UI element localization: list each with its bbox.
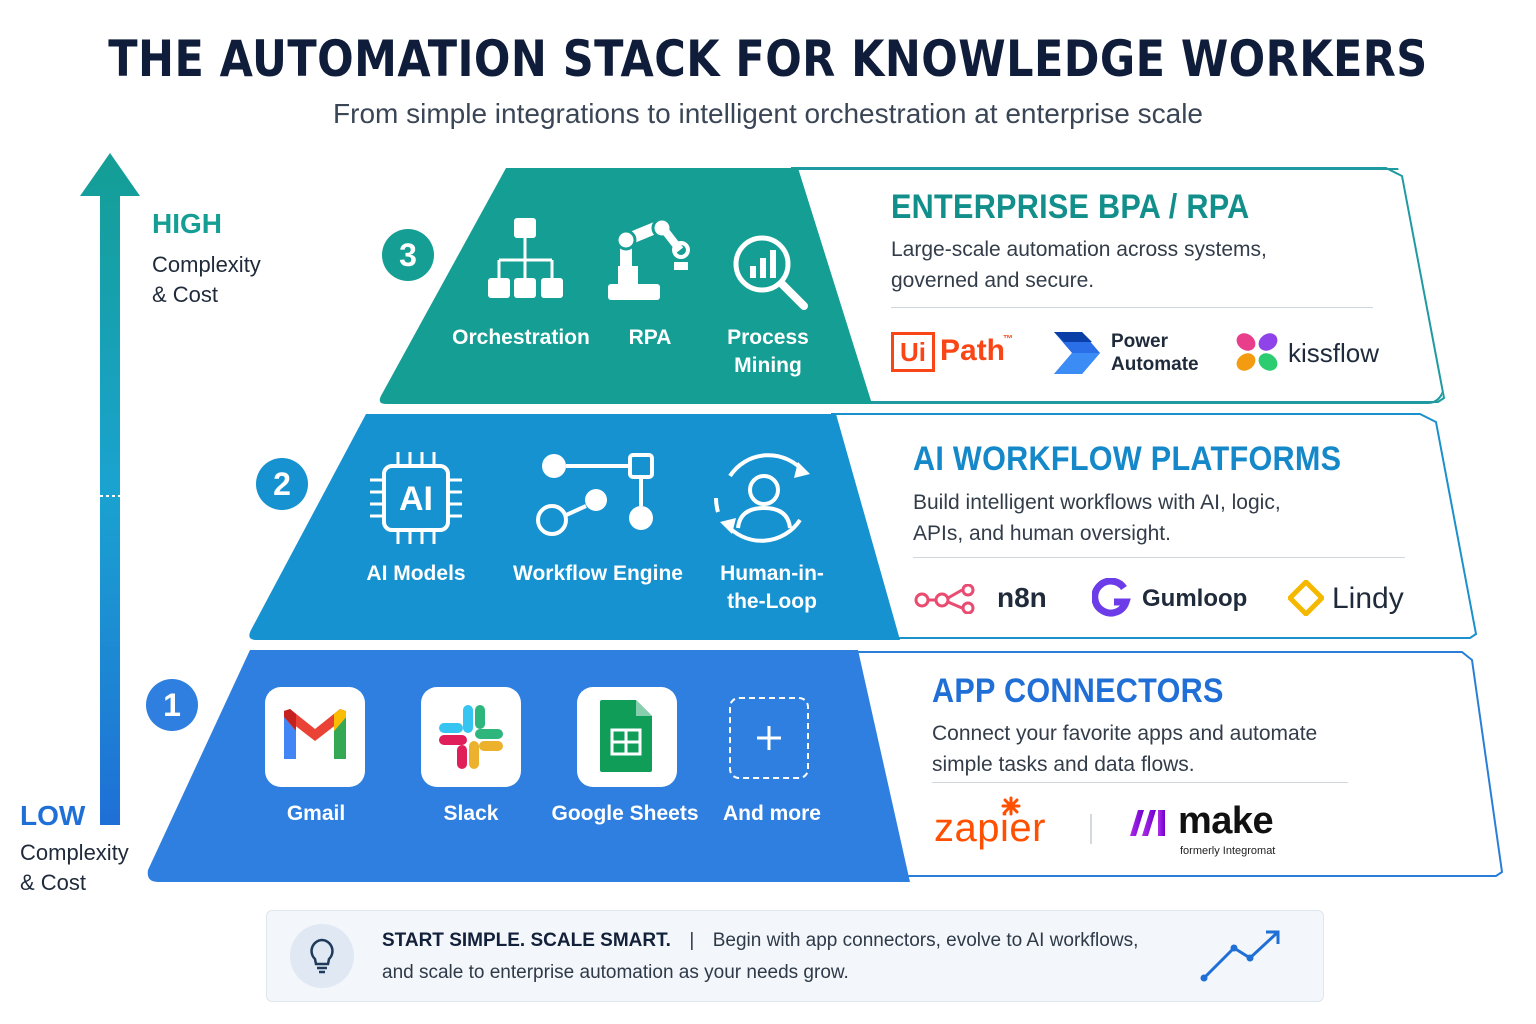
tier3-item-orchestration-label: Orchestration bbox=[452, 326, 590, 349]
logo-separator bbox=[1090, 814, 1092, 844]
complexity-arrow-icon bbox=[80, 153, 140, 825]
tier1-card-border bbox=[857, 651, 1504, 877]
kissflow-icon bbox=[1236, 333, 1278, 371]
tier1-divider bbox=[932, 782, 1348, 783]
banner-line1: START SIMPLE. SCALE SMART. | Begin with … bbox=[382, 930, 1138, 952]
banner-text-line2: and scale to enterprise automation as yo… bbox=[382, 962, 849, 983]
tier3-desc-line2: governed and secure. bbox=[891, 269, 1095, 292]
axis-high-sub-line1: Complexity bbox=[152, 252, 261, 277]
make-subtitle: formerly Integromat bbox=[1180, 845, 1276, 857]
axis-high-label: HIGH bbox=[152, 208, 222, 239]
bottom-banner bbox=[266, 910, 1324, 1002]
tier2-title: AI WORKFLOW PLATFORMS bbox=[913, 440, 1342, 478]
uipath-trademark: ™ bbox=[1003, 334, 1013, 345]
zapier-asterisk-icon bbox=[1001, 796, 1021, 816]
tier2-band bbox=[249, 414, 901, 640]
tier2-item-workflow-engine-label: Workflow Engine bbox=[513, 562, 683, 585]
lindy-text: Lindy bbox=[1332, 582, 1404, 615]
tier2-item-ai-models-label: AI Models bbox=[366, 562, 466, 585]
uipath-logo-box: Ui bbox=[891, 332, 935, 372]
make-icon bbox=[1130, 810, 1165, 836]
gmail-icon bbox=[284, 709, 346, 759]
tier2-card-border bbox=[831, 413, 1478, 639]
tier2-divider bbox=[913, 557, 1405, 558]
axis-high-sub-line2: & Cost bbox=[152, 282, 219, 307]
power-automate-line1: Power bbox=[1111, 331, 1169, 352]
tier3-item-process-mining-line1: Process bbox=[727, 326, 809, 349]
tier3-title: ENTERPRISE BPA / RPA bbox=[891, 188, 1250, 226]
banner-text-line1: Begin with app connectors, evolve to AI … bbox=[712, 930, 1139, 951]
axis-low-sub: Complexity & Cost bbox=[20, 838, 129, 898]
tier3-divider bbox=[891, 307, 1373, 308]
n8n-text: n8n bbox=[997, 582, 1047, 613]
make-text: make bbox=[1178, 800, 1274, 842]
tier1-item-slack-label: Slack bbox=[443, 802, 499, 825]
tier1-title: APP CONNECTORS bbox=[932, 672, 1224, 710]
tier2-item-human-in-the-loop-label: Human-in- the-Loop bbox=[704, 560, 840, 616]
tier2-desc-line2: APIs, and human oversight. bbox=[913, 522, 1171, 545]
tier3-item-process-mining-line2: Mining bbox=[734, 354, 802, 377]
banner-headline: START SIMPLE. SCALE SMART. bbox=[382, 930, 671, 951]
page-subtitle: From simple integrations to intelligent … bbox=[333, 98, 1203, 129]
tier1-desc-line1: Connect your favorite apps and automate bbox=[932, 722, 1318, 745]
tier2-item-hitl-line2: the-Loop bbox=[727, 590, 817, 613]
robot-arm-icon bbox=[608, 217, 690, 300]
banner-separator: | bbox=[689, 930, 695, 951]
tier1-item-google-sheets-label: Google Sheets bbox=[551, 802, 699, 825]
uipath-logo-text: Path bbox=[940, 334, 1006, 367]
and-more-tile[interactable] bbox=[729, 697, 809, 779]
zapier-text: zapier bbox=[934, 806, 1046, 850]
ai-chip-text: AI bbox=[399, 480, 433, 518]
slack-tile bbox=[421, 687, 521, 787]
magnifier-chart-icon bbox=[733, 235, 808, 310]
power-automate-icon bbox=[1054, 332, 1100, 374]
lindy-icon bbox=[1288, 580, 1324, 616]
power-automate-text: Power Automate bbox=[1111, 330, 1199, 376]
tier3-card-border bbox=[791, 167, 1446, 403]
page-title: THE AUTOMATION STACK FOR KNOWLEDGE WORKE… bbox=[108, 30, 1428, 88]
gumloop-text: Gumloop bbox=[1142, 585, 1248, 612]
tier2-number-badge: 2 bbox=[256, 458, 308, 510]
axis-high-sub: Complexity & Cost bbox=[152, 250, 261, 310]
tier2-description: Build intelligent workflows with AI, log… bbox=[913, 487, 1281, 549]
tier2-item-hitl-line1: Human-in- bbox=[720, 562, 824, 585]
ai-chip-icon: AI bbox=[370, 452, 462, 544]
tier3-item-process-mining-label: Process Mining bbox=[708, 324, 828, 380]
plus-icon bbox=[757, 726, 781, 750]
tier1-desc-line2: simple tasks and data flows. bbox=[932, 753, 1195, 776]
slack-icon bbox=[439, 705, 503, 769]
power-automate-line2: Automate bbox=[1111, 354, 1199, 375]
workflow-icon bbox=[536, 453, 654, 536]
n8n-icon bbox=[914, 584, 975, 614]
tier1-item-gmail-label: Gmail bbox=[286, 802, 346, 825]
tier3-description: Large-scale automation across systems, g… bbox=[891, 234, 1267, 296]
tier3-number-badge: 3 bbox=[382, 229, 434, 281]
tier3-card bbox=[790, 168, 1444, 404]
axis-low-label: LOW bbox=[20, 800, 86, 831]
tier2-desc-line1: Build intelligent workflows with AI, log… bbox=[913, 491, 1281, 514]
kissflow-text: kissflow bbox=[1288, 338, 1380, 368]
tier1-description: Connect your favorite apps and automate … bbox=[932, 718, 1317, 780]
lightbulb-icon bbox=[290, 924, 354, 988]
tier3-desc-line1: Large-scale automation across systems, bbox=[891, 238, 1267, 261]
tier1-number-badge: 1 bbox=[146, 679, 198, 731]
gumloop-icon bbox=[1092, 578, 1131, 617]
tier1-item-and-more-label: And more bbox=[722, 802, 821, 825]
tier3-item-rpa-label: RPA bbox=[628, 326, 672, 349]
hierarchy-icon bbox=[488, 218, 563, 298]
growth-chart-icon bbox=[1200, 930, 1280, 982]
human-loop-icon bbox=[713, 453, 810, 543]
axis-low-sub-line1: Complexity bbox=[20, 840, 129, 865]
axis-low-sub-line2: & Cost bbox=[20, 870, 87, 895]
sheets-icon bbox=[600, 700, 652, 772]
